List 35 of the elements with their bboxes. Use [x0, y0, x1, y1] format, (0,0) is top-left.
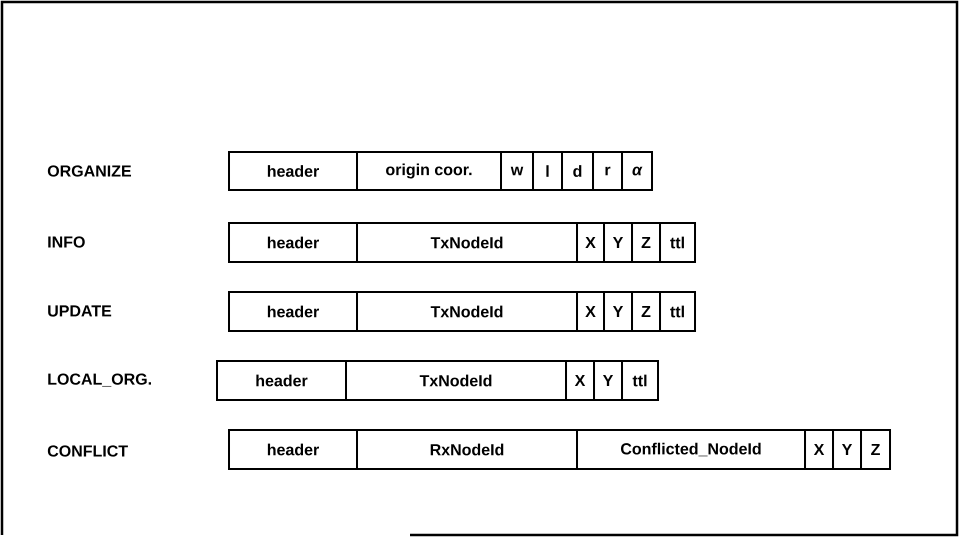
row-label: UPDATE: [48, 305, 112, 317]
field-cell: origin coor.: [356, 151, 502, 191]
field-cell: Z: [631, 222, 661, 263]
row-label: INFO: [48, 236, 85, 248]
field-cell: l: [532, 151, 563, 191]
field-cell: Y: [603, 291, 633, 332]
field-cell: TxNodeId: [356, 291, 578, 332]
field-cell: header: [228, 222, 358, 263]
field-cell: Y: [593, 360, 623, 401]
field-cell: X: [576, 291, 605, 332]
field-cell: w: [500, 151, 534, 191]
field-cell: Z: [860, 429, 892, 470]
row-label: CONFLICT: [48, 445, 128, 457]
field-cell: d: [561, 151, 594, 191]
row-label: LOCAL_ORG.: [48, 373, 151, 387]
field-cell: ttl: [621, 360, 659, 401]
field-cell: header: [216, 360, 347, 401]
field-cell: X: [804, 429, 834, 470]
field-cell: X: [565, 360, 595, 401]
field-cell: Y: [832, 429, 862, 470]
field-cell: X: [576, 222, 605, 263]
field-cell: Conflicted_NodeId: [576, 429, 806, 470]
field-cell: Y: [603, 222, 633, 263]
field-cell: header: [228, 151, 358, 191]
field-cell: header: [228, 429, 358, 470]
field-cell: TxNodeId: [345, 360, 567, 401]
field-cell: TxNodeId: [356, 222, 578, 263]
field-cell: α: [621, 151, 653, 191]
field-cell: RxNodeId: [356, 429, 578, 470]
field-cell: ttl: [659, 222, 696, 263]
field-cell: Z: [631, 291, 661, 332]
field-cell: r: [592, 151, 623, 191]
row-label: ORGANIZE: [48, 165, 132, 177]
field-cell: header: [228, 291, 358, 332]
field-cell: ttl: [659, 291, 696, 332]
